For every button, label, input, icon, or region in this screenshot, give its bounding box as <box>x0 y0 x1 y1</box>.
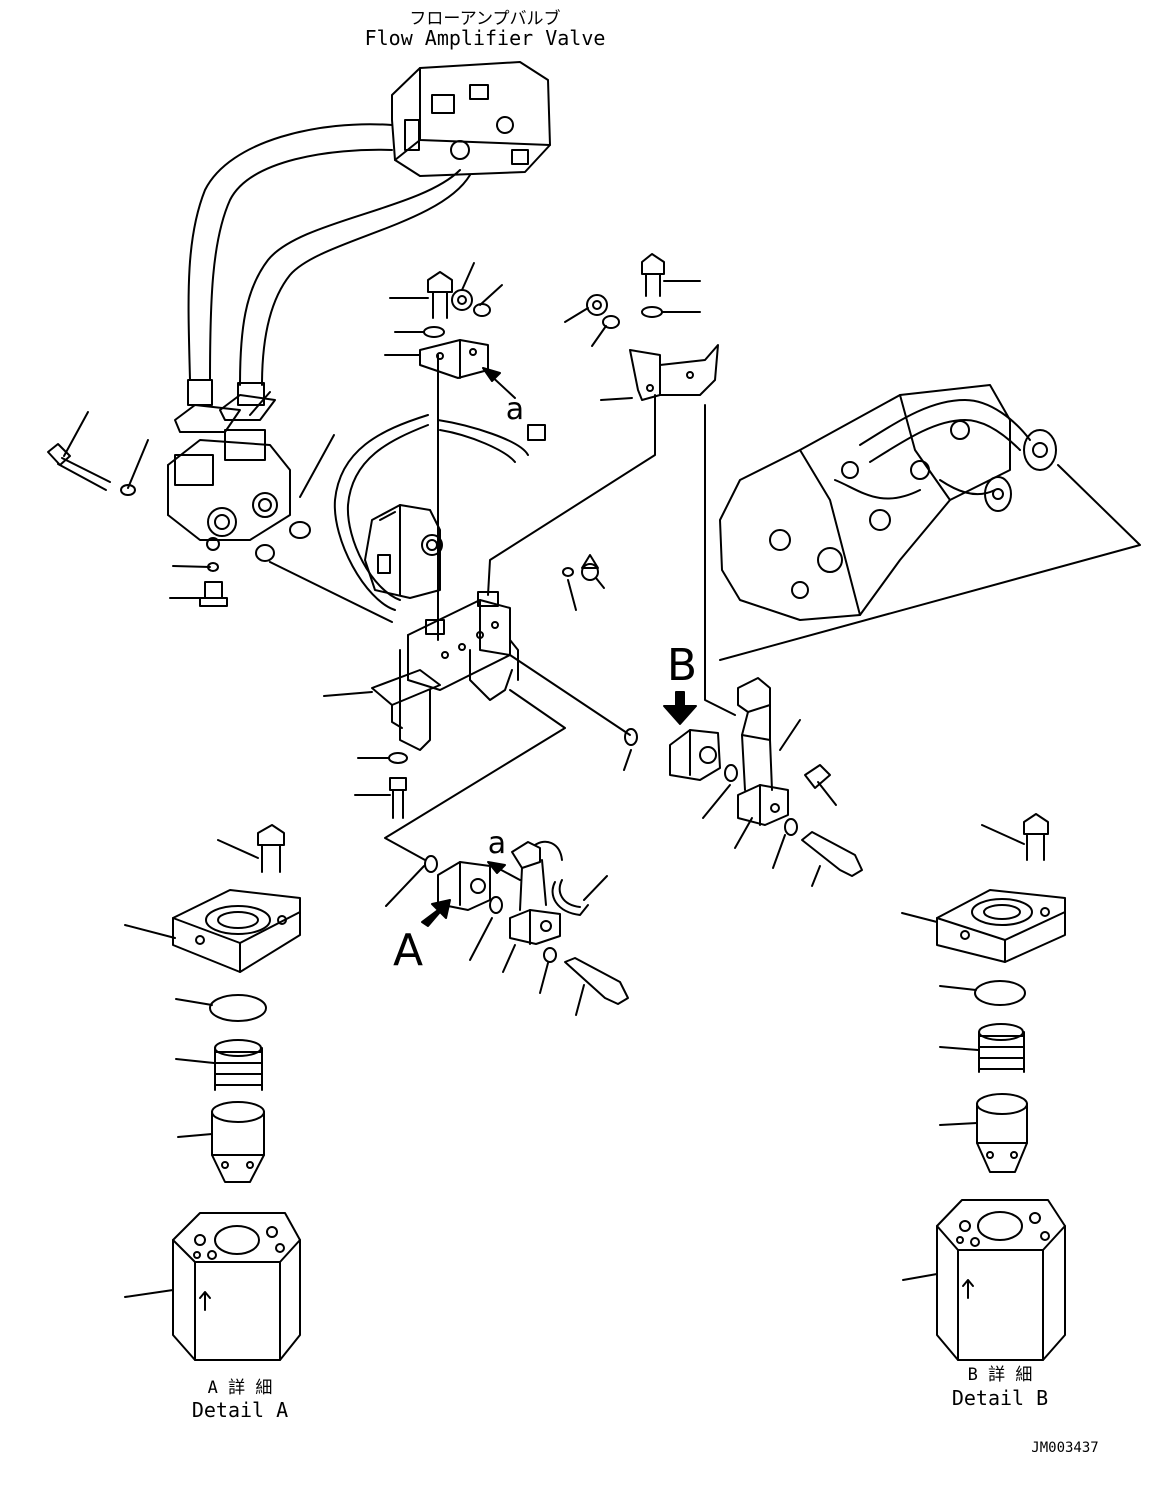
leader-lines-right-mid <box>623 749 837 887</box>
arrow-a-upper <box>482 367 516 399</box>
transmission-assembly <box>719 384 1057 621</box>
detail-b-japanese: B 詳 細 <box>967 1365 1033 1385</box>
leader-lines-transmission <box>704 404 1141 716</box>
title-japanese: フローアンプバルブ <box>409 9 561 29</box>
upper-bracket-right <box>586 253 719 401</box>
view-letter-a-lower: a <box>487 826 507 861</box>
detail-a-english: Detail A <box>191 1398 289 1422</box>
small-hoses-center <box>333 414 546 611</box>
title-english: Flow Amplifier Valve <box>364 26 606 50</box>
leader-lines-center <box>323 262 701 861</box>
drawing-number: JM003437 <box>1031 1440 1099 1456</box>
twin-valve-block <box>167 429 291 551</box>
washer-bolt-below-bracket <box>388 554 599 819</box>
detail-a-japanese: A 詳 細 <box>207 1378 273 1398</box>
pipe-assembly-right <box>737 677 863 877</box>
leader-lines-a-area <box>385 865 608 1016</box>
pipe-assembly-a <box>424 840 629 1005</box>
view-letter-b: B <box>666 640 698 691</box>
arrow-a-lower <box>487 861 521 881</box>
detail-a-parts <box>172 824 301 1361</box>
leader-lines-detail-a <box>124 839 259 1298</box>
long-bolt-left <box>47 443 136 496</box>
flow-amplifier-valve-assembly <box>391 61 551 177</box>
leader-lines-left <box>63 391 393 623</box>
valve-block-b <box>624 728 738 782</box>
arrow-b <box>663 691 697 725</box>
hose-flanges <box>174 394 276 433</box>
view-letter-a-view: A <box>392 925 424 976</box>
detail-b-parts <box>936 813 1066 1361</box>
mounting-bracket-manifold <box>371 591 519 751</box>
detail-b-english: Detail B <box>951 1386 1049 1410</box>
leader-lines-detail-b <box>901 824 1025 1281</box>
view-letter-a-upper: a <box>505 392 525 427</box>
main-hoses <box>187 123 471 406</box>
o-rings-left <box>199 521 311 607</box>
upper-bracket-middle <box>419 271 491 379</box>
arrow-a-view <box>421 899 451 927</box>
